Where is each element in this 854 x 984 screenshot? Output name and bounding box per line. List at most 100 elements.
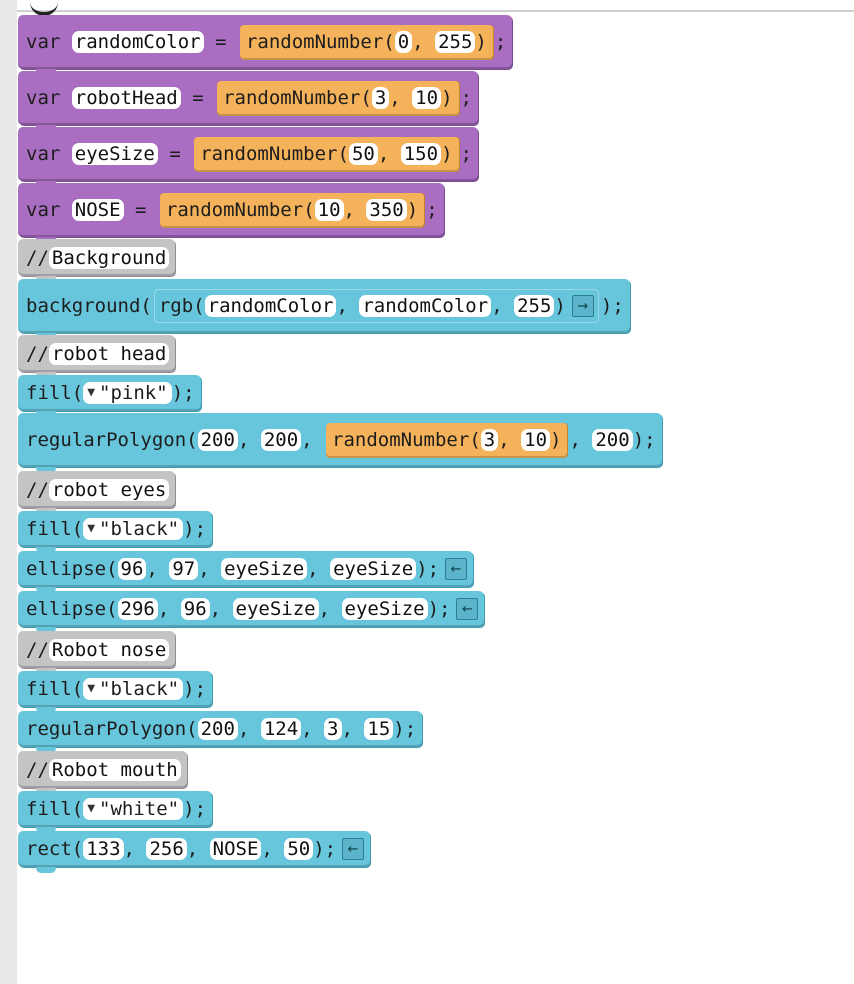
value-field[interactable]: 200: [260, 429, 302, 451]
value-field[interactable]: 96: [117, 558, 147, 580]
value-field[interactable]: 200: [197, 429, 238, 451]
value-field[interactable]: robot head: [48, 342, 170, 365]
value-field[interactable]: 150: [400, 143, 442, 165]
value-field[interactable]: robotHead: [71, 87, 181, 109]
comment-block[interactable]: //robot eyes: [18, 471, 176, 514]
value-field[interactable]: 133: [83, 838, 124, 860]
random-number-block[interactable]: randomNumber(0, 255): [239, 24, 493, 60]
value-field[interactable]: eyeSize: [71, 143, 158, 165]
code-token: [204, 31, 215, 53]
dropdown-arrow-icon[interactable]: ▼: [87, 681, 96, 696]
color-dropdown[interactable]: ▼"pink": [83, 382, 172, 404]
call-block[interactable]: regularPolygon(200, 124, 3, 15);: [18, 711, 423, 753]
value-field[interactable]: 296: [117, 598, 158, 620]
color-dropdown[interactable]: ▼"black": [83, 678, 184, 700]
comment-block[interactable]: //Robot nose: [18, 631, 176, 674]
value-field[interactable]: eyeSize: [341, 598, 428, 620]
value-field[interactable]: 3: [324, 718, 342, 740]
workspace-gutter: [0, 0, 17, 984]
call-block[interactable]: rect(133, 256, NOSE, 50);←: [18, 831, 371, 873]
code-token: ,: [186, 838, 210, 860]
color-dropdown[interactable]: ▼"white": [83, 798, 184, 820]
code-token: );: [171, 382, 195, 404]
dropdown-arrow-icon[interactable]: ▼: [87, 385, 96, 400]
code-token: (: [71, 382, 84, 404]
value-field[interactable]: 10: [412, 87, 442, 109]
call-block[interactable]: ellipse(96, 97, eyeSize, eyeSize);←: [18, 551, 474, 593]
var-block[interactable]: var randomColor = randomNumber(0, 255);: [18, 15, 513, 75]
value-field[interactable]: 255: [435, 31, 476, 53]
value-field[interactable]: 3: [480, 429, 499, 451]
background-block[interactable]: background(rgb(randomColor, randomColor,…: [18, 279, 630, 339]
code-token: ,: [491, 295, 515, 317]
value-field[interactable]: randomColor: [71, 31, 204, 53]
value-field[interactable]: eyeSize: [221, 558, 308, 580]
value-field[interactable]: randomColor: [204, 295, 337, 317]
value-field[interactable]: 200: [592, 429, 633, 451]
code-token: ,: [123, 838, 147, 860]
var-block[interactable]: var eyeSize = randomNumber(50, 150);: [18, 127, 478, 187]
value-field[interactable]: 255: [514, 295, 555, 317]
code-token: [60, 199, 71, 221]
var-block[interactable]: var NOSE = randomNumber(10, 350);: [18, 183, 444, 243]
value-field[interactable]: 200: [197, 718, 238, 740]
collapse-args-button[interactable]: ←: [342, 838, 365, 860]
dropdown-arrow-icon[interactable]: ▼: [87, 521, 96, 536]
code-token: ): [441, 87, 453, 109]
value-field[interactable]: 0: [394, 31, 413, 53]
value-field[interactable]: 50: [284, 838, 314, 860]
code-token: (: [469, 429, 481, 451]
rgb-block[interactable]: rgb(randomColor, randomColor, 255)→: [153, 289, 599, 323]
value-field[interactable]: 97: [169, 558, 199, 580]
collapse-args-button[interactable]: ←: [445, 558, 468, 580]
comment-block[interactable]: //robot head: [18, 335, 176, 378]
expand-args-button[interactable]: →: [571, 295, 594, 317]
code-token: (: [71, 838, 84, 860]
value-field[interactable]: 96: [180, 598, 210, 620]
code-token: ,: [237, 429, 261, 451]
dropdown-arrow-icon[interactable]: ▼: [87, 801, 96, 816]
regpoly_nested-block[interactable]: regularPolygon(200, 200, randomNumber(3,…: [18, 413, 662, 473]
value-field[interactable]: 256: [146, 838, 187, 860]
code-token: ): [406, 199, 419, 221]
random-number-block[interactable]: randomNumber(3, 10): [217, 80, 459, 116]
fill-block[interactable]: fill(▼"black");: [18, 671, 213, 713]
var-block[interactable]: var robotHead = randomNumber(3, 10);: [18, 71, 478, 131]
code-token: (: [186, 718, 198, 740]
code-token: [227, 31, 238, 53]
random-number-block[interactable]: randomNumber(50, 150): [194, 136, 459, 172]
function-name: ellipse: [26, 558, 107, 580]
value-field[interactable]: Robot nose: [48, 638, 170, 661]
value-field[interactable]: 3: [371, 87, 390, 109]
fill-block[interactable]: fill(▼"white");: [18, 791, 213, 833]
value-field[interactable]: 10: [314, 199, 344, 221]
fill-block[interactable]: fill(▼"black");: [18, 511, 213, 553]
value-field[interactable]: 50: [348, 143, 378, 165]
call-block[interactable]: ellipse(296, 96, eyeSize, eyeSize);←: [18, 591, 485, 633]
value-field[interactable]: 15: [364, 718, 394, 740]
comment-slashes: //: [26, 246, 49, 269]
code-token: (: [193, 295, 205, 317]
comment-block[interactable]: //Background: [18, 239, 176, 282]
value-field[interactable]: eyeSize: [330, 558, 417, 580]
value-field[interactable]: robot eyes: [48, 478, 170, 501]
value-field[interactable]: 350: [366, 199, 407, 221]
collapse-args-button[interactable]: ←: [456, 598, 479, 620]
comment-block[interactable]: //Robot mouth: [18, 751, 187, 794]
value-field[interactable]: NOSE: [71, 199, 124, 221]
value-field[interactable]: randomColor: [359, 295, 492, 317]
value-field[interactable]: eyeSize: [232, 598, 319, 620]
code-token: (: [71, 518, 84, 540]
code-token: ,: [237, 718, 261, 740]
value-field[interactable]: 10: [521, 429, 551, 451]
code-token: [181, 87, 192, 109]
value-field[interactable]: Background: [48, 246, 170, 269]
random-number-block[interactable]: randomNumber(10, 350): [159, 192, 425, 228]
value-field[interactable]: NOSE: [209, 838, 262, 860]
value-field[interactable]: 124: [260, 718, 302, 740]
color-dropdown[interactable]: ▼"black": [83, 518, 184, 540]
fill-block[interactable]: fill(▼"pink");: [18, 375, 201, 417]
value-field[interactable]: Robot mouth: [48, 758, 181, 781]
random-number-block[interactable]: randomNumber(3, 10): [326, 422, 568, 458]
